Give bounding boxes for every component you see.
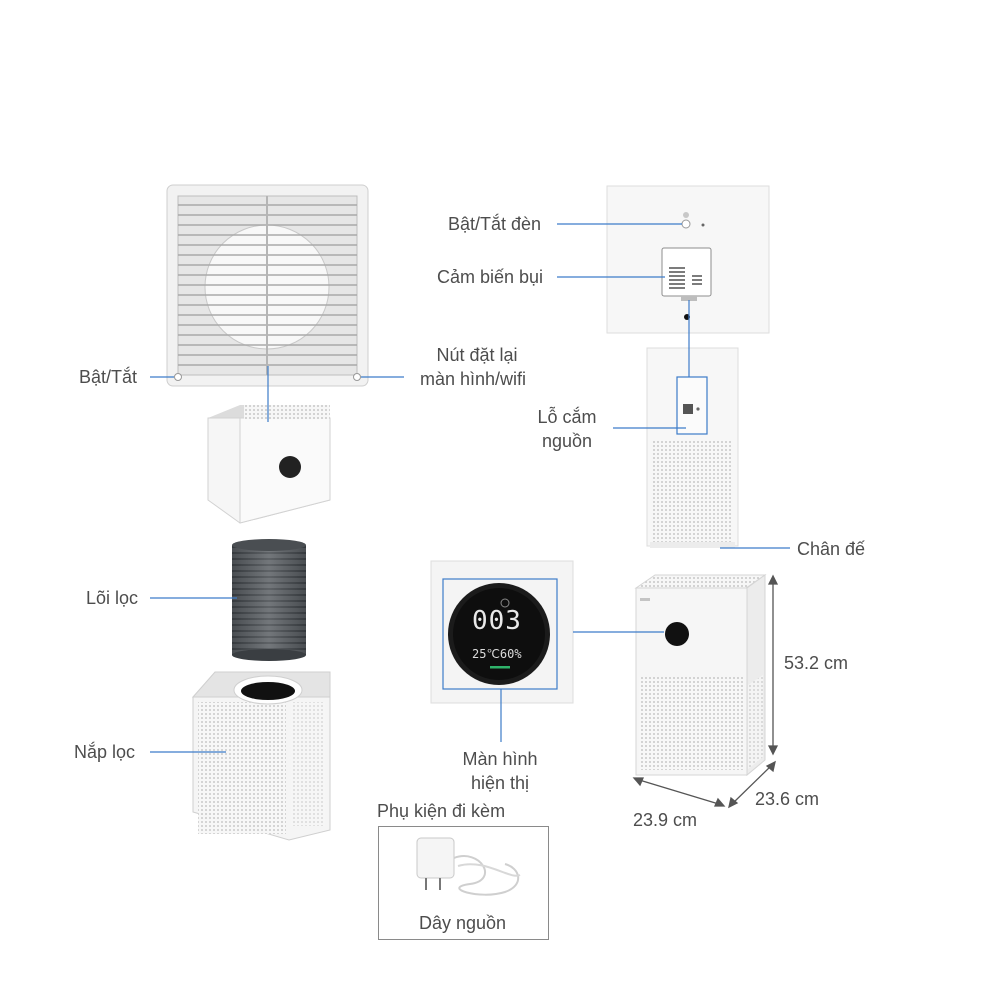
- label-port-line1: Lỗ cắm: [537, 407, 597, 427]
- label-power-onoff: Bật/Tắt: [79, 367, 138, 387]
- full-device-view: [634, 574, 767, 777]
- label-display-line1: Màn hình: [462, 749, 538, 769]
- top-cap-part: [207, 405, 331, 524]
- dimension-width: 23.9 cm: [633, 810, 698, 830]
- label-filter-core: Lõi lọc: [86, 588, 139, 608]
- label-dust-sensor: Cảm biến bụi: [437, 267, 544, 287]
- label-accessories: Phụ kiện đi kèm: [377, 801, 506, 821]
- label-light-onoff: Bật/Tắt đèn: [448, 214, 542, 234]
- device-back-view: [646, 347, 739, 548]
- label-power-cord: Dây nguồn: [419, 913, 507, 933]
- back-panel-detail: [606, 185, 770, 334]
- label-filter-cover: Nắp lọc: [74, 742, 136, 762]
- label-port-line2: nguồn: [541, 431, 593, 451]
- accessories-box: [378, 826, 549, 940]
- filter-cover-part: [191, 671, 331, 841]
- label-reset-line2: màn hình/wifi: [419, 369, 527, 389]
- callout-lines: [150, 223, 790, 753]
- label-base: Chân đế: [797, 539, 866, 559]
- dimension-lines: [632, 574, 779, 809]
- display-pm-value: 003: [472, 606, 522, 636]
- label-display-line2: hiện thị: [470, 773, 530, 793]
- display-closeup: [430, 560, 574, 704]
- label-reset-line1: Nút đặt lại: [436, 345, 518, 365]
- filter-core-part: [232, 539, 306, 661]
- display-readout: 25℃60%: [472, 647, 522, 661]
- fan-grille-top-view: [166, 184, 369, 387]
- dimension-height: 53.2 cm: [784, 653, 849, 673]
- dimension-depth: 23.6 cm: [755, 789, 820, 809]
